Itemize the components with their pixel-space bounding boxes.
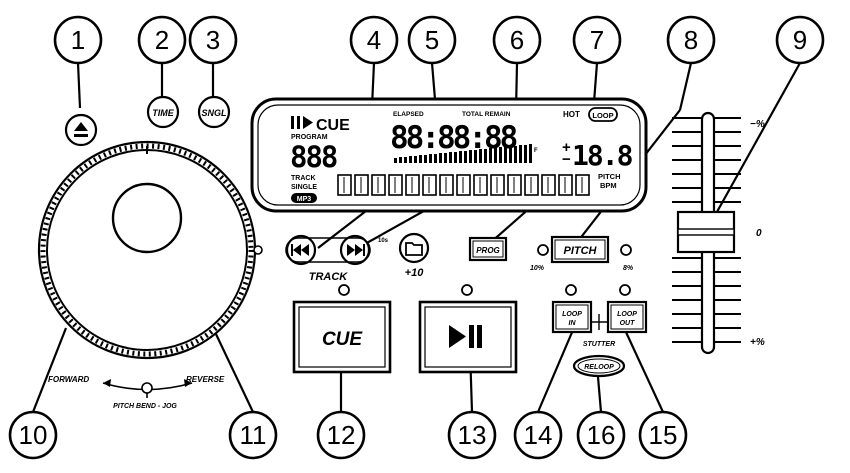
lcd-pitch-minus: − [562,151,571,168]
plus10-label: +10 [405,267,425,279]
lcd-time-digits: 88:88:88 [390,120,517,156]
play-pause-icon [449,325,482,348]
play-led [461,284,473,296]
loop-in-label-line2: IN [569,320,577,327]
loop-out-label-line1: LOOP [617,311,637,318]
lcd-loop-badge [588,107,618,122]
lcd-track-label: TRACK [291,175,316,182]
cue-button-label: CUE [322,329,363,350]
callout-15: 15 [649,420,678,450]
loop-out-button[interactable]: LOOP OUT [606,300,648,334]
lcd-elapsed-label: ELAPSED [393,111,424,118]
eject-icon [74,122,88,137]
stutter-label: STUTTER [583,341,615,348]
lcd-cue-indicator: CUE [316,117,350,134]
lcd-mp3-label: MP3 [297,196,312,203]
sngl-button[interactable]: SNGL [197,95,231,129]
lcd-pitch-digits: 18.8 [572,139,633,172]
track-button-housing [285,237,371,263]
time-button-label: TIME [152,108,174,118]
cue-led [338,284,350,296]
pitch-8-led [620,244,632,256]
callout-13: 13 [458,420,487,450]
lcd-pitch-plus: + [562,139,571,156]
forward-label: FORWARD [48,375,89,384]
callout-10: 10 [19,420,48,450]
reloop-button-label: RELOOP [584,364,614,371]
pitch-button[interactable]: PITCH [550,235,610,264]
callout-14: 14 [524,420,553,450]
slider-plus-label: +% [750,337,765,348]
slider-minus-label: −% [750,119,765,130]
callout-5: 5 [425,25,439,55]
callout-11: 11 [240,420,267,450]
pitch-button-label: PITCH [564,245,598,257]
pitch-10-led [537,244,549,256]
pitch-slider-handle[interactable] [676,210,736,254]
lcd-bpm-label: BPM [600,181,617,190]
callout-9: 9 [793,25,807,55]
lcd-single-label: SINGLE [291,184,317,191]
callout-6: 6 [510,25,524,55]
lcd-segment-row [337,174,590,196]
lcd-hot-label: HOT [563,110,580,119]
jog-led [253,245,263,255]
loop-out-label-line2: OUT [620,320,636,327]
callout-16: 16 [587,420,616,450]
reverse-label: REVERSE [186,375,225,384]
folder-icon [405,242,423,256]
loop-in-button[interactable]: LOOP IN [551,300,593,334]
lcd-pitch-label: PITCH [598,172,621,181]
slider-zero-label: 0 [756,228,762,239]
callout-1: 1 [71,25,85,55]
lcd-play-pause-icon [291,116,313,129]
lcd-mp3-badge [291,193,317,203]
skip-forward-icon [347,244,365,256]
track-label: TRACK [309,271,349,283]
callout-4: 4 [367,25,381,55]
skip-back-icon [291,244,309,256]
lcd-loop-label: LOOP [592,111,613,120]
pitch-slider[interactable] [676,111,736,355]
lcd-display: CUE PROGRAM 888 TRACK SINGLE MP3 ELAPSED… [250,97,648,213]
reloop-button[interactable]: RELOOP [572,354,626,378]
track-10-label: 10s [378,238,389,244]
track-next-button[interactable] [339,234,371,266]
eject-button[interactable] [64,113,98,147]
cue-button[interactable]: CUE [292,300,392,374]
folder-button[interactable] [398,232,430,264]
callout-8: 8 [684,25,698,55]
track-previous-button[interactable] [285,234,317,266]
jog-wheel-finger-dimple [111,182,183,254]
loop-in-led [565,284,577,296]
callout-12: 12 [327,420,356,450]
prog-button[interactable]: PROG [468,236,508,262]
pct8-label: 8% [623,265,634,272]
callout-3: 3 [206,25,220,55]
jog-wheel[interactable] [37,140,257,360]
lcd-frame-suffix: F [534,148,538,154]
lcd-total-remain-label: TOTAL REMAIN [462,111,511,118]
pct10-label: 10% [530,265,545,272]
lcd-wedge-bar [394,144,532,163]
time-button[interactable]: TIME [146,95,180,129]
pitch-bend-jog-label: PITCH BEND - JOG [113,403,177,410]
lcd-program-digits: 888 [290,140,337,174]
loop-in-label-line1: LOOP [562,311,582,318]
callout-7: 7 [590,25,604,55]
callout-2: 2 [155,25,169,55]
prog-button-label: PROG [476,246,500,255]
lcd-program-label: PROGRAM [291,134,328,141]
play-pause-button[interactable] [418,300,518,374]
loop-out-led [619,284,631,296]
sngl-button-label: SNGL [201,108,226,118]
